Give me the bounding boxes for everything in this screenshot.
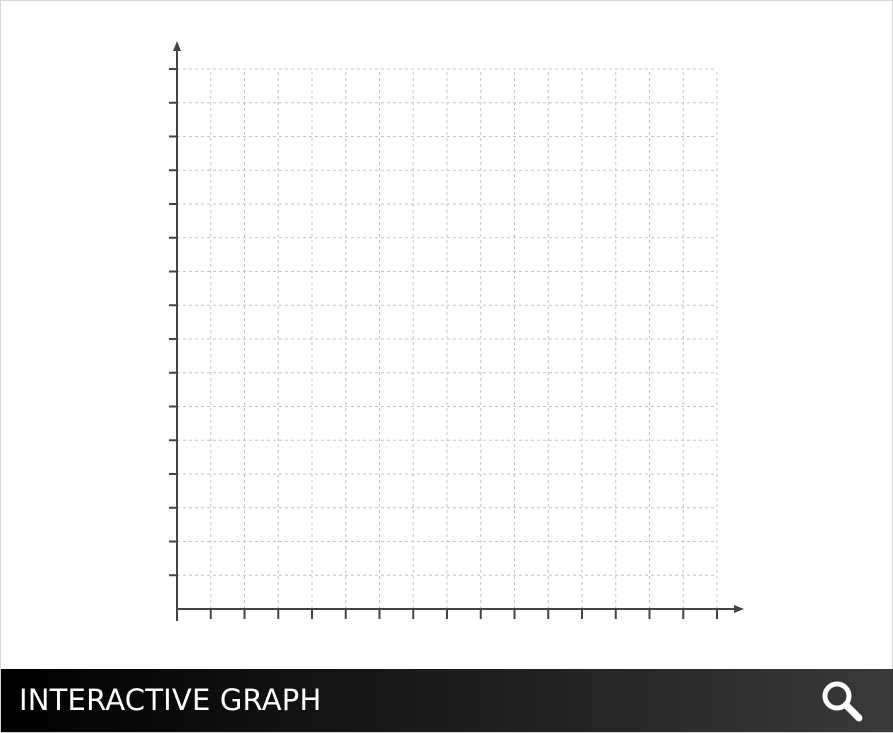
x-axis-arrow: [734, 605, 744, 613]
axes: [173, 41, 744, 621]
footer-bar: INTERACTIVE GRAPH: [1, 669, 893, 732]
graph-title: INTERACTIVE GRAPH: [19, 683, 322, 717]
search-button[interactable]: [818, 677, 866, 725]
grid-lines: [177, 68, 718, 609]
search-icon: [822, 681, 863, 721]
plot-area[interactable]: [1, 1, 893, 671]
graph-canvas[interactable]: [1, 1, 893, 671]
axis-ticks: [169, 68, 718, 619]
y-axis-arrow: [173, 41, 181, 51]
